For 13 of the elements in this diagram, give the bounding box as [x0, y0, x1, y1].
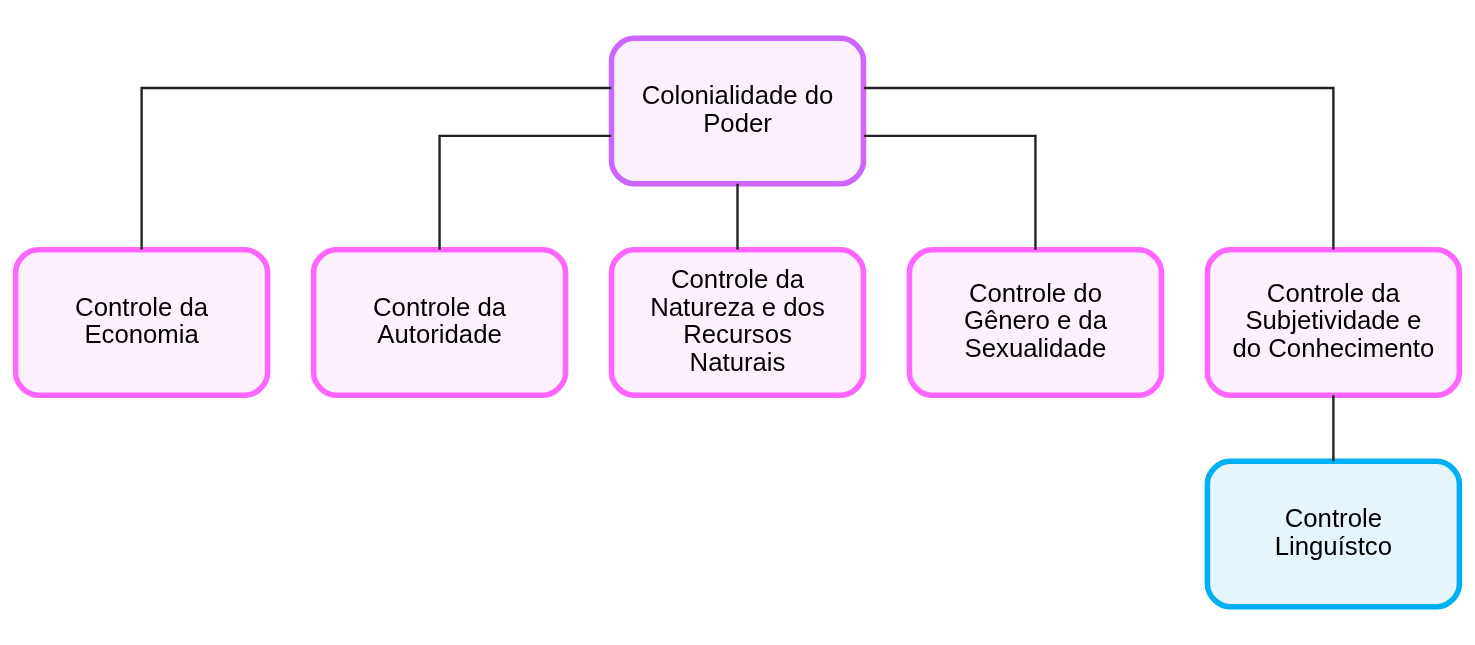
connector: [736, 183, 739, 250]
node-box: Controle Linguístco: [1204, 458, 1463, 610]
node-box: Controle da Subjetividade e do Conhecimento: [1204, 247, 1463, 398]
connector: [140, 86, 612, 250]
node-box: Controle do Gênero e da Sexualidade: [906, 247, 1165, 398]
connector: [863, 134, 1037, 250]
connector: [438, 134, 612, 250]
connector: [863, 86, 1335, 250]
node-box: Controle da Economia: [12, 247, 271, 398]
node-box: Colonialidade do Poder: [608, 35, 867, 187]
node-box: Controle da Autoridade: [310, 247, 569, 398]
node-box: Controle da Natureza e dos Recursos Naturais: [608, 247, 867, 398]
connector: [1332, 395, 1335, 462]
